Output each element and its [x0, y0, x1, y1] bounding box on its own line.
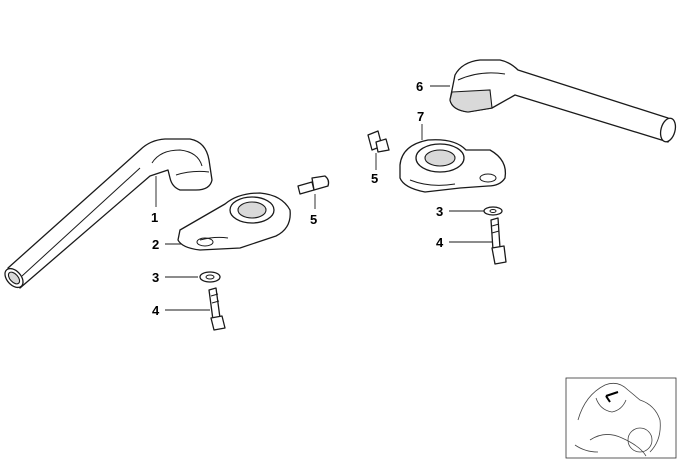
right-bolt — [490, 217, 507, 265]
left-screw — [297, 175, 330, 195]
motorcycle-location-inset — [565, 377, 677, 459]
location-arrow-icon — [605, 391, 619, 403]
leader-lines — [155, 85, 492, 311]
callout-5-right: 5 — [371, 171, 378, 186]
callout-6: 6 — [416, 79, 423, 94]
right-washer — [483, 206, 503, 216]
callout-3-right: 3 — [436, 204, 443, 219]
left-handlebar — [4, 138, 213, 289]
right-clamp — [399, 139, 507, 193]
callout-4-left: 4 — [152, 303, 160, 318]
callout-3-left: 3 — [152, 270, 159, 285]
callout-5-left: 5 — [310, 212, 317, 227]
callout-1: 1 — [151, 210, 158, 225]
right-handlebar — [449, 59, 677, 143]
left-bolt — [208, 287, 226, 331]
callout-7: 7 — [417, 109, 424, 124]
left-washer — [199, 271, 221, 283]
callout-4-right: 4 — [436, 235, 444, 250]
left-clamp — [177, 192, 291, 251]
right-screw — [367, 130, 390, 153]
callout-2: 2 — [152, 237, 159, 252]
